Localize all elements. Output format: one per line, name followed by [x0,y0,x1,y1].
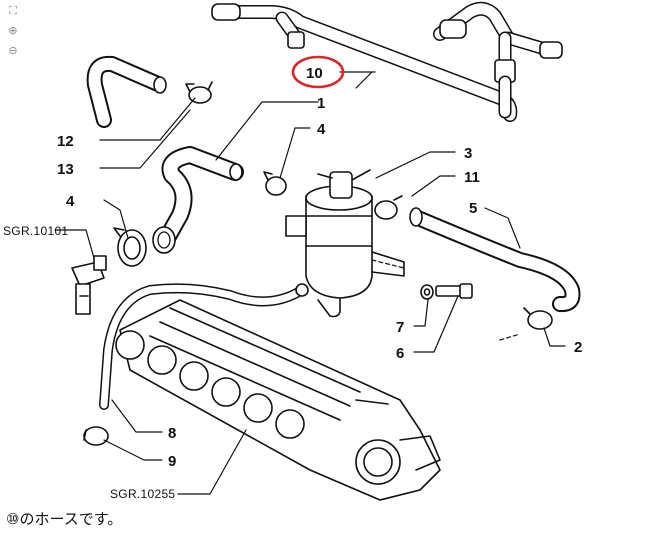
callout-11: 11 [464,169,480,186]
sensor-sgr10101 [71,255,107,315]
callout-8: 8 [168,425,176,442]
clip-13 [185,81,213,104]
clip-11 [374,195,403,220]
clip-4-left [113,227,147,267]
clip-2 [523,307,553,330]
clip-9 [83,426,109,446]
washer-7 [420,284,434,300]
callout-5: 5 [469,200,477,217]
hose-12 [86,55,167,128]
callout-4-upper: 4 [317,121,326,138]
ref-sgr10101: SGR.10101 [3,224,68,238]
ref-sgr10255: SGR.10255 [110,487,175,501]
hose-10 [211,1,563,122]
callout-13: 13 [57,161,74,178]
callout-9: 9 [168,453,176,470]
zoom-out-icon[interactable]: ⊖ [8,44,18,57]
fit-screen-icon[interactable]: ⛶ [9,4,17,17]
breather-hose [99,283,309,410]
callout-4-left: 4 [66,193,75,210]
canister-3 [285,169,405,318]
hose-1 [152,146,244,254]
callout-10: 10 [306,65,323,82]
callout-1: 1 [317,95,325,112]
callout-3: 3 [464,145,472,162]
intake-manifold [115,299,441,501]
callout-labels: 10 1 4 3 11 5 12 13 4 2 7 6 8 9 SGR.1010… [3,65,582,501]
caption-text: ⑩のホースです。 [6,510,123,528]
parts-diagram: 10 1 4 3 11 5 12 13 4 2 7 6 8 9 SGR.1010… [3,1,582,501]
callout-12: 12 [57,133,74,150]
callout-6: 6 [396,345,404,362]
bolt-6 [435,283,473,299]
hose-5 [409,207,581,313]
callout-7: 7 [396,319,404,336]
leader-lines [54,71,566,495]
zoom-in-icon[interactable]: ⊕ [8,24,18,37]
highlight-circle [291,55,345,89]
callout-2: 2 [574,339,582,356]
clip-4-upper [263,171,287,196]
